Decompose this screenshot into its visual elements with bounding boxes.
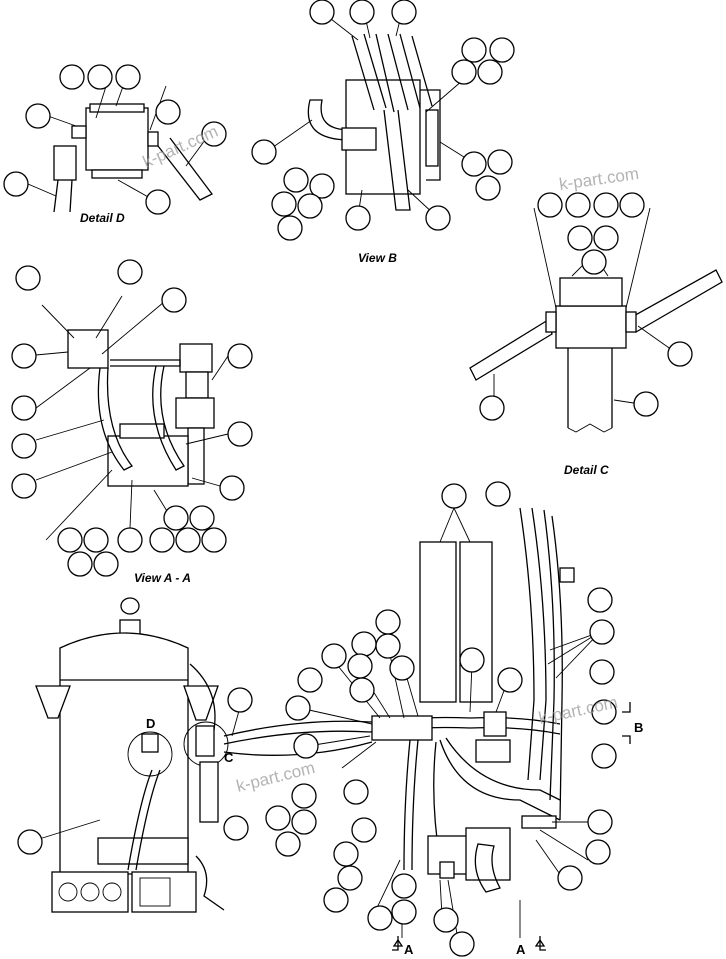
marker-a-left: A — [404, 942, 414, 957]
view-aa-label: View A - A — [134, 571, 191, 585]
marker-a-right: A — [516, 942, 526, 957]
main-assembly-drawing: B A A C D — [17, 481, 643, 957]
watermark-2: k-part.com — [558, 164, 640, 194]
view-b-drawing: View B — [251, 0, 515, 265]
detail-d-label: Detail D — [80, 211, 125, 225]
marker-b: B — [634, 720, 643, 735]
detail-c-drawing: Detail C — [469, 192, 723, 477]
marker-d: D — [146, 716, 155, 731]
marker-c: C — [224, 750, 234, 765]
view-b-label: View B — [358, 251, 397, 265]
view-aa-drawing: View A - A — [11, 259, 253, 585]
detail-c-label: Detail C — [564, 463, 609, 477]
detail-d-drawing: Detail D — [3, 64, 227, 225]
